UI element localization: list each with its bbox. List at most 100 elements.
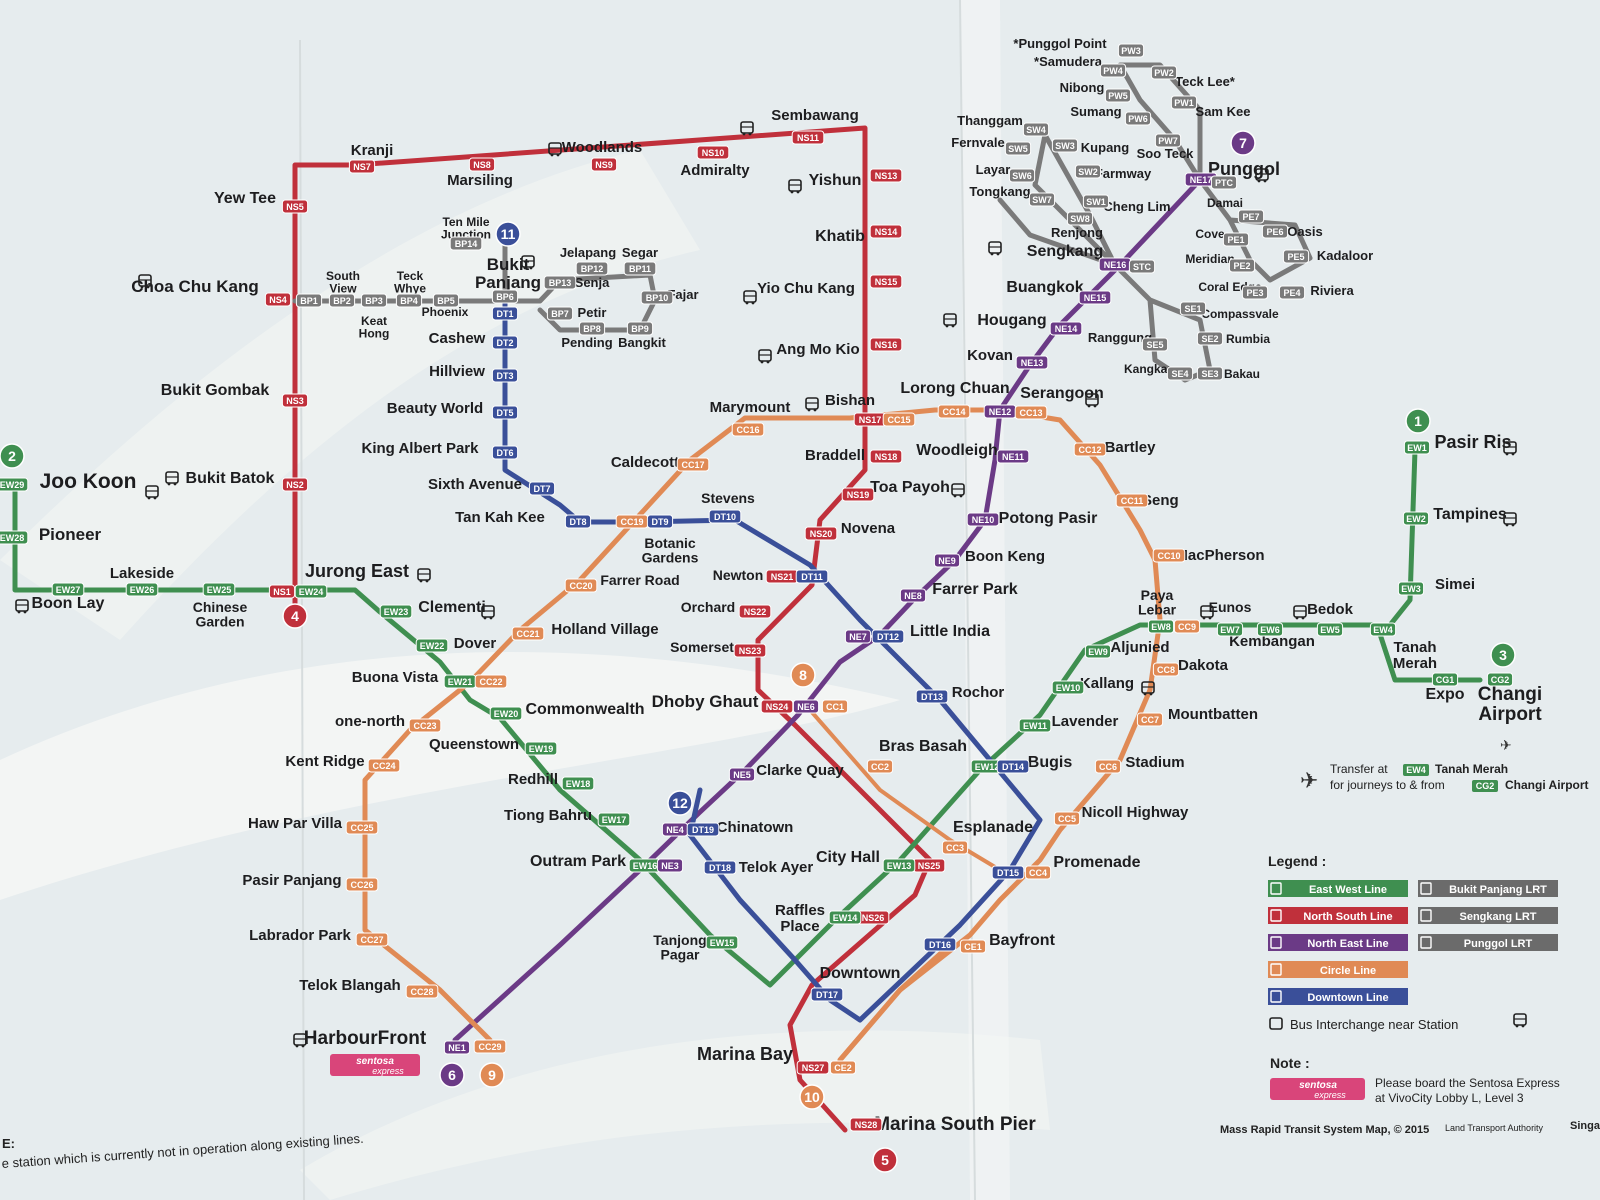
station-label-toa-payoh[interactable]: Toa Payoh [870, 479, 950, 496]
station-label-farrer-road[interactable]: Farrer Road [600, 572, 679, 588]
station-label-queenstown[interactable]: Queenstown [429, 736, 519, 753]
station-label-holland-village[interactable]: Holland Village [551, 621, 658, 638]
station-label-beauty-world[interactable]: Beauty World [387, 400, 483, 417]
station-label-hougang[interactable]: Hougang [977, 312, 1046, 329]
station-label-lorong-chuan[interactable]: Lorong Chuan [900, 380, 1009, 397]
station-label-punggol-point[interactable]: *Punggol Point [1013, 36, 1107, 51]
station-label-serangoon[interactable]: Serangoon [1020, 385, 1104, 402]
station-label-cheng-lim[interactable]: Cheng Lim [1103, 199, 1170, 214]
station-label-tan-kah-kee[interactable]: Tan Kah Kee [455, 509, 545, 526]
station-label-one-north[interactable]: one-north [335, 713, 405, 730]
station-label-bugis[interactable]: Bugis [1028, 754, 1073, 771]
station-label-oasis[interactable]: Oasis [1287, 224, 1322, 239]
station-label-dakota[interactable]: Dakota [1178, 657, 1229, 674]
station-label-kupang[interactable]: Kupang [1081, 140, 1129, 155]
station-label-potong-pasir[interactable]: Potong Pasir [999, 510, 1098, 527]
station-label-bartley[interactable]: Bartley [1105, 439, 1157, 456]
station-label-stadium[interactable]: Stadium [1125, 754, 1184, 771]
station-label-bukit-batok[interactable]: Bukit Batok [186, 470, 275, 487]
station-label-sengkang[interactable]: Sengkang [1027, 243, 1103, 260]
station-label-newton[interactable]: Newton [713, 567, 764, 583]
station-label-pasir-ris[interactable]: Pasir Ris [1434, 432, 1511, 452]
station-label-bakau[interactable]: Bakau [1224, 367, 1260, 381]
station-label-nicoll-highway[interactable]: Nicoll Highway [1082, 804, 1189, 821]
station-label-marina-south-pier[interactable]: Marina South Pier [874, 1114, 1036, 1135]
station-label-farrer-park[interactable]: Farrer Park [932, 581, 1017, 598]
station-label-damai[interactable]: Damai [1207, 196, 1243, 210]
station-label-hillview[interactable]: Hillview [429, 363, 485, 380]
station-label-harbourfront[interactable]: HarbourFront [304, 1028, 427, 1049]
station-label-city-hall[interactable]: City Hall [816, 849, 880, 866]
station-label-sembawang[interactable]: Sembawang [771, 107, 859, 124]
station-label-simei[interactable]: Simei [1435, 576, 1475, 593]
station-label-mountbatten[interactable]: Mountbatten [1168, 706, 1258, 723]
station-label-kallang[interactable]: Kallang [1080, 675, 1134, 692]
station-label-telok-ayer[interactable]: Telok Ayer [739, 859, 814, 876]
station-label-sumang[interactable]: Sumang [1070, 104, 1121, 119]
station-label-sixth-avenue[interactable]: Sixth Avenue [428, 476, 522, 493]
station-label-downtown[interactable]: Downtown [820, 965, 901, 982]
station-label-admiralty[interactable]: Admiralty [680, 162, 750, 179]
station-label-telok-blangah[interactable]: Telok Blangah [299, 977, 400, 994]
station-label-pending[interactable]: Pending [561, 335, 612, 350]
station-label-cashew[interactable]: Cashew [429, 330, 486, 347]
station-label-farmway[interactable]: Farmway [1095, 166, 1152, 181]
station-label-stevens[interactable]: Stevens [701, 490, 755, 506]
station-label-samudera[interactable]: *Samudera [1034, 54, 1103, 69]
station-label-kovan[interactable]: Kovan [967, 347, 1013, 364]
station-label-soo-teck[interactable]: Soo Teck [1137, 146, 1195, 161]
station-label-novena[interactable]: Novena [841, 520, 896, 537]
station-label-buangkok[interactable]: Buangkok [1006, 279, 1083, 296]
station-label-boon-lay[interactable]: Boon Lay [32, 595, 105, 612]
station-label-compassvale[interactable]: Compassvale [1201, 307, 1279, 321]
station-label-ang-mo-kio[interactable]: Ang Mo Kio [776, 341, 859, 358]
station-label-orchard[interactable]: Orchard [681, 599, 735, 615]
station-label-bras-basah[interactable]: Bras Basah [879, 738, 967, 755]
station-label-eunos[interactable]: Eunos [1209, 599, 1252, 615]
station-label-king-albert-park[interactable]: King Albert Park [362, 440, 480, 457]
station-label-bangkit[interactable]: Bangkit [618, 335, 666, 350]
station-label-esplanade[interactable]: Esplanade [953, 819, 1033, 836]
station-label-jelapang[interactable]: Jelapang [560, 245, 616, 260]
station-label-aljunied[interactable]: Aljunied [1110, 639, 1169, 656]
station-label-ranggung[interactable]: Ranggung [1088, 330, 1152, 345]
station-label-bayfront[interactable]: Bayfront [989, 932, 1055, 949]
station-label-boon-keng[interactable]: Boon Keng [965, 548, 1045, 565]
station-label-braddell[interactable]: Braddell [805, 447, 865, 464]
station-label-promenade[interactable]: Promenade [1053, 854, 1140, 871]
station-label-kranji[interactable]: Kranji [351, 142, 394, 159]
station-label-tongkang[interactable]: Tongkang [969, 184, 1030, 199]
station-label-tiong-bahru[interactable]: Tiong Bahru [504, 807, 592, 824]
station-label-expo[interactable]: Expo [1425, 686, 1464, 703]
station-label-outram-park[interactable]: Outram Park [530, 853, 626, 870]
station-label-rochor[interactable]: Rochor [952, 684, 1005, 701]
station-label-clementi[interactable]: Clementi [418, 599, 486, 616]
station-label-kembangan[interactable]: Kembangan [1229, 633, 1315, 650]
station-label-bishan[interactable]: Bishan [825, 392, 875, 409]
station-label-renjong[interactable]: Renjong [1051, 225, 1103, 240]
station-label-pioneer[interactable]: Pioneer [39, 525, 102, 544]
station-label-fernvale[interactable]: Fernvale [951, 135, 1004, 150]
station-label-yew-tee[interactable]: Yew Tee [214, 190, 276, 207]
station-label-macpherson[interactable]: MacPherson [1175, 547, 1264, 564]
station-label-woodlands[interactable]: Woodlands [562, 139, 643, 156]
station-label-somerset[interactable]: Somerset [670, 639, 734, 655]
station-label-yishun[interactable]: Yishun [809, 172, 862, 189]
station-label-senja[interactable]: Senja [575, 275, 610, 290]
station-label-kent-ridge[interactable]: Kent Ridge [285, 753, 364, 770]
station-label-thanggam[interactable]: Thanggam [957, 113, 1023, 128]
station-label-rumbia[interactable]: Rumbia [1226, 332, 1270, 346]
station-label-kangkar[interactable]: Kangkar [1124, 362, 1172, 376]
station-label-commonwealth[interactable]: Commonwealth [525, 701, 644, 718]
station-label-segar[interactable]: Segar [622, 245, 658, 260]
